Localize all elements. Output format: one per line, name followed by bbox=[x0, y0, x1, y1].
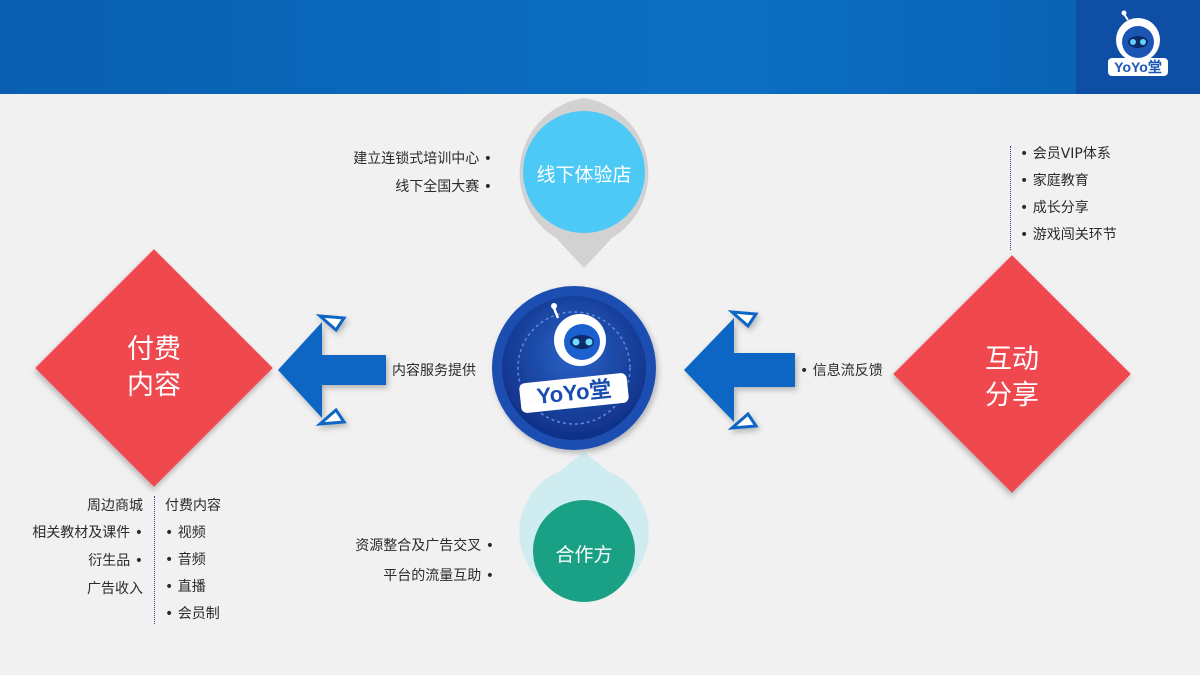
bottom-item-2: 平台的流量互助 • bbox=[383, 568, 494, 584]
right-item-3: • 成长分享 bbox=[1020, 200, 1089, 216]
bottom-node-pin bbox=[519, 452, 649, 602]
left-arrow bbox=[278, 314, 386, 426]
left-col-item-2: 相关教材及课件 • bbox=[32, 525, 143, 541]
right-item-4: • 游戏闯关环节 bbox=[1020, 227, 1117, 243]
right-col-item-1: 付费内容 bbox=[165, 498, 221, 514]
left-col-item-1: 周边商城 bbox=[87, 498, 143, 514]
left-node-label: 付费 内容 bbox=[94, 332, 214, 404]
right-col-item-5: • 会员制 bbox=[165, 606, 220, 622]
logo-text: YoYo堂 bbox=[1114, 59, 1162, 75]
right-arrow-label: • 信息流反馈 bbox=[800, 363, 883, 379]
header-logo: YoYo堂 bbox=[1076, 0, 1200, 94]
left-col-item-3: 衍生品 • bbox=[88, 553, 143, 569]
right-col-item-4: • 直播 bbox=[165, 579, 206, 595]
top-item-2: 线下全国大赛 • bbox=[395, 179, 492, 195]
right-diamond bbox=[893, 255, 1131, 493]
right-item-1: • 会员VIP体系 bbox=[1020, 146, 1111, 162]
left-col-item-4: 广告收入 bbox=[87, 581, 143, 597]
bottom-node-label: 合作方 bbox=[555, 544, 613, 566]
right-list-divider bbox=[1010, 146, 1011, 250]
center-logo-circle bbox=[492, 286, 656, 450]
left-node-label-line2: 内容 bbox=[127, 370, 181, 401]
right-col-item-3: • 音频 bbox=[165, 552, 206, 568]
right-arrow bbox=[684, 310, 795, 430]
bottom-circle bbox=[533, 500, 635, 602]
top-circle bbox=[523, 111, 645, 233]
header-bar bbox=[0, 0, 1200, 94]
right-item-2: • 家庭教育 bbox=[1020, 173, 1089, 189]
left-list-divider bbox=[154, 496, 155, 624]
top-item-1: 建立连锁式培训中心 • bbox=[353, 151, 492, 167]
mascot-logo-icon: YoYo堂 bbox=[1108, 10, 1168, 76]
right-node-label-line2: 分享 bbox=[985, 380, 1039, 411]
top-node-pin bbox=[519, 98, 649, 268]
top-node-label: 线下体验店 bbox=[536, 164, 632, 186]
right-col-item-2: • 视频 bbox=[165, 525, 206, 541]
bottom-item-1: 资源整合及广告交叉 • bbox=[355, 538, 494, 554]
left-arrow-label: 内容服务提供 bbox=[392, 363, 476, 379]
left-node-label-line1: 付费 bbox=[127, 334, 181, 365]
right-node-label: 互动 分享 bbox=[952, 342, 1072, 414]
right-node-label-line1: 互动 bbox=[985, 344, 1039, 375]
